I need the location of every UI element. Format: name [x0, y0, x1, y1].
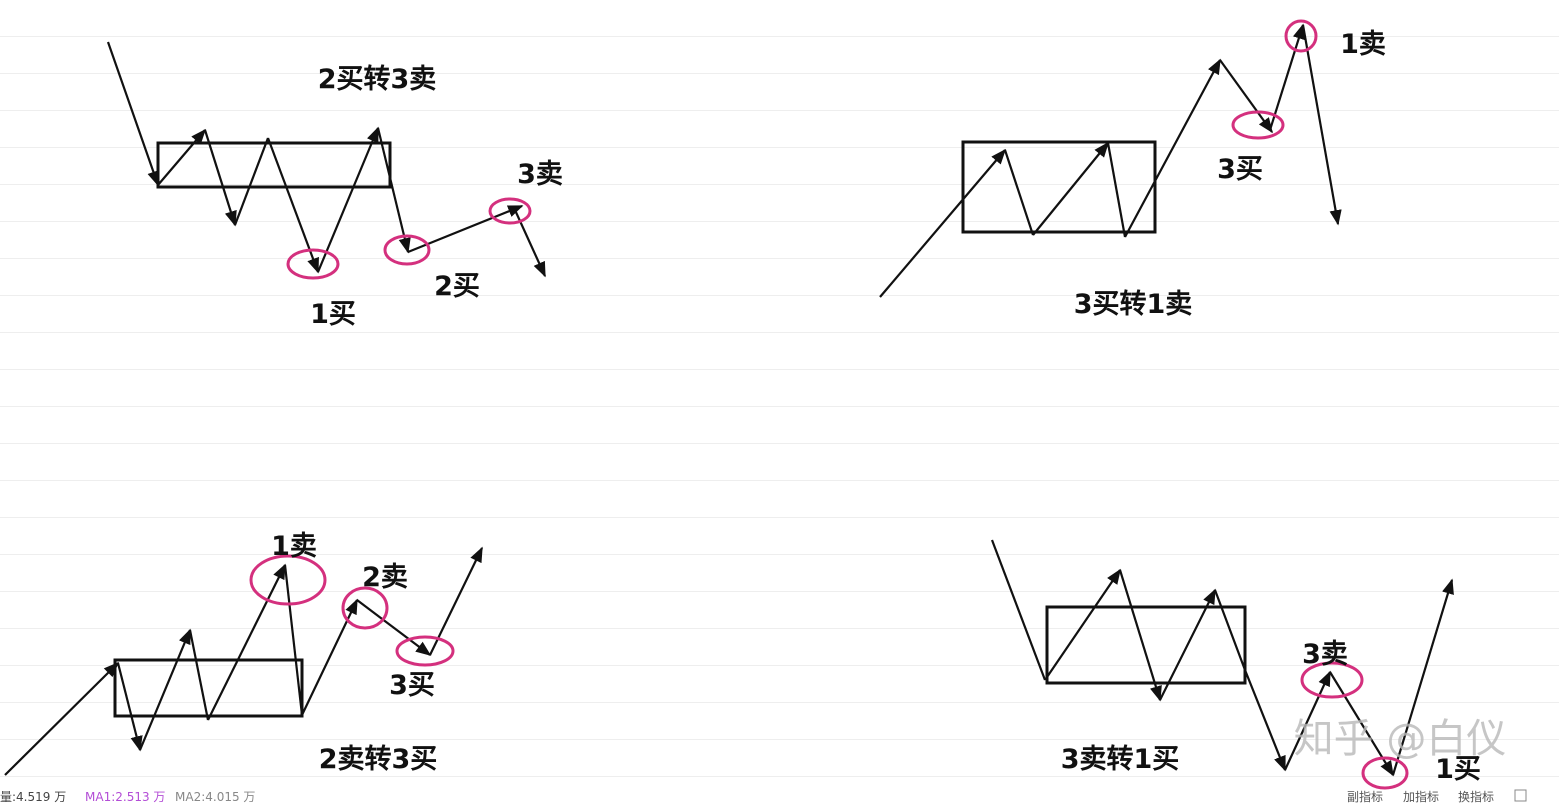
pivot-box	[961, 140, 1157, 234]
arrow	[207, 563, 286, 721]
panel-title: 2卖转3买	[319, 744, 438, 775]
arrow	[203, 129, 237, 227]
change-indicator-button[interactable]: 换指标	[1458, 789, 1494, 803]
arrow	[4, 661, 120, 776]
status-bar: 量:4.519 万 MA1:2.513 万 MA2:4.015 万 副指标 加指…	[0, 789, 1527, 803]
watermark: 知乎 @白仪	[1294, 716, 1507, 762]
panel-3buy-to-1sell: 3买 1卖 3买转1卖	[879, 19, 1386, 320]
arrow	[1044, 568, 1121, 681]
arrow	[1159, 588, 1216, 701]
arrow	[138, 628, 192, 751]
buy1-circle	[286, 248, 340, 280]
sell3-circle	[1300, 661, 1364, 699]
arrow	[1032, 141, 1109, 236]
arrow	[116, 662, 143, 752]
buy1-circle	[1361, 756, 1409, 790]
point-label: 2卖	[362, 562, 408, 593]
panel-title: 3买转1卖	[1074, 289, 1193, 320]
arrow	[879, 148, 1006, 298]
pivot-box	[113, 658, 304, 718]
arrow	[407, 204, 524, 254]
ma2-readout: MA2:4.015 万	[175, 790, 255, 803]
ma1-readout: MA1:2.513 万	[85, 790, 165, 803]
sell1-circle	[249, 554, 327, 606]
panel-3sell-to-1buy: 3卖 1买 3卖转1买	[990, 539, 1481, 790]
add-indicator-button[interactable]: 加指标	[1403, 789, 1439, 803]
close-icon[interactable]	[1514, 789, 1527, 802]
sell2-circle	[341, 586, 389, 630]
arrow	[1003, 149, 1035, 236]
arrow	[157, 128, 207, 186]
point-label: 1买	[310, 299, 356, 330]
sell1-circle	[1284, 19, 1318, 53]
arrow	[990, 539, 1047, 681]
point-label: 1卖	[271, 531, 317, 562]
volume-readout: 量:4.519 万	[0, 790, 66, 803]
arrow	[266, 137, 320, 274]
panel-2buy-to-3sell: 2买转3卖 1买 2买 3卖	[106, 41, 563, 330]
arrow	[1219, 59, 1273, 134]
arrow	[1391, 578, 1454, 776]
point-label: 3买	[389, 670, 435, 701]
arrow	[429, 546, 483, 656]
pivot-box	[1045, 605, 1247, 685]
arrow	[513, 209, 547, 278]
arrow	[1118, 569, 1162, 702]
arrow	[106, 41, 160, 187]
arrow	[188, 629, 210, 721]
point-label: 1买	[1435, 754, 1481, 785]
point-label: 3卖	[1302, 639, 1348, 670]
arrow	[283, 564, 304, 716]
arrow	[1124, 58, 1221, 238]
buy2-circle	[383, 234, 431, 266]
arrow	[301, 598, 358, 716]
point-label: 2买	[434, 271, 480, 302]
arrow	[1268, 23, 1305, 131]
sell3-circle	[488, 197, 532, 225]
panel-title: 2买转3卖	[318, 64, 437, 95]
arrow	[316, 126, 380, 273]
sub-indicator-button[interactable]: 副指标	[1347, 789, 1383, 803]
arrow	[1301, 24, 1342, 226]
panel-2sell-to-3buy: 1卖 2卖 3买 2卖转3买	[4, 531, 483, 776]
point-label: 1卖	[1340, 29, 1386, 60]
point-label: 3卖	[517, 159, 563, 190]
panel-title: 3卖转1买	[1061, 744, 1180, 775]
arrow	[1106, 142, 1127, 238]
arrow	[1213, 589, 1287, 772]
arrow	[376, 127, 411, 254]
arrow	[233, 137, 270, 226]
pivot-box	[156, 141, 392, 189]
buy3-circle	[1231, 110, 1285, 140]
buy3-circle	[395, 635, 455, 667]
arrow	[356, 599, 432, 656]
arrow	[1284, 670, 1331, 771]
point-label: 3买	[1217, 154, 1263, 185]
